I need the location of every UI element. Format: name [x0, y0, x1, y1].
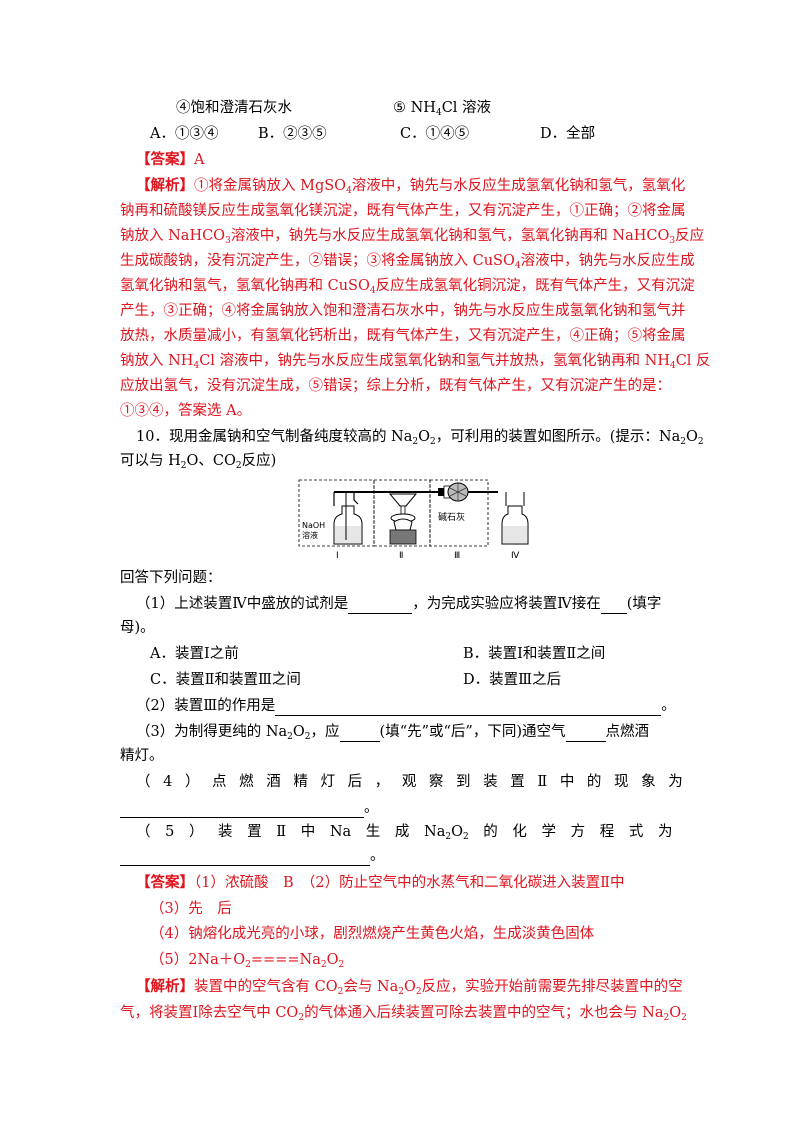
- q9-analysis-line: 放热，水质量减小，有氢氧化钙析出，既有气体产生，又有沉淀产生，④正确；⑤将金属: [120, 328, 686, 344]
- answer-blank[interactable]: [339, 725, 380, 742]
- answer-blank[interactable]: [120, 801, 364, 818]
- q10-part-3-cont: 精灯。: [120, 748, 164, 764]
- naoh-solution-label: 溶液: [302, 530, 318, 540]
- q10-analysis-line: 气，将装置Ⅰ除去空气中 CO2的气体通入后续装置可除去装置中的空气；水也会与 N…: [120, 1005, 687, 1023]
- q10-option-d: D．装置Ⅲ之后: [463, 672, 562, 688]
- soda-lime-label: 碱石灰: [438, 511, 465, 523]
- q9-analysis-line: 【解析】①将金属钠放入 MgSO4溶液中，钠先与水反应生成氢氧化钠和氢气，氢氧化: [136, 177, 686, 196]
- q10-option-b: B．装置Ⅰ和装置Ⅱ之间: [463, 646, 606, 662]
- q10-stem: 可以与 H2O、CO2反应): [120, 453, 277, 471]
- q10-answer-5: （5）2Na＋O2====Na2O2: [150, 952, 345, 970]
- q9-answer: 【答案】A: [136, 151, 205, 168]
- q10-answer-4: （4）钠熔化成光亮的小球，剧烈燃烧产生黄色火焰，生成淡黄色固体: [150, 926, 595, 942]
- label-iv: Ⅳ: [511, 551, 520, 561]
- q10-part-5: （ 5 ） 装 置 Ⅱ 中 Na 生 成 Na2O2 的 化 学 方 程 式 为: [136, 824, 673, 842]
- q10-answer-3: （3）先 后: [150, 901, 232, 917]
- q9-option-c: C．①④⑤: [400, 126, 470, 142]
- q9-analysis-line: 产生，③正确；④将金属钠放入饱和澄清石灰水中，钠先与水反应生成氢氧化钠和氢气并: [120, 303, 686, 319]
- drying-tube: [438, 482, 494, 502]
- answer-blank[interactable]: [565, 725, 606, 742]
- label-iii: Ⅲ: [454, 551, 460, 561]
- q9-analysis-line: 钠再和硫酸镁反应生成氢氧化镁沉淀，既有气体产生，又有沉淀产生，①正确；②将金属: [120, 203, 686, 219]
- label-ii: Ⅱ: [399, 551, 403, 561]
- answer-blank[interactable]: [275, 699, 662, 716]
- q10-part-4: （ 4 ） 点 燃 酒 精 灯 后 ， 观 察 到 装 置 Ⅱ 中 的 现 象 …: [136, 774, 683, 790]
- q10-part-1-cont: 母)。: [120, 620, 155, 636]
- apparatus-figure: NaOH 溶液 碱石灰 Ⅰ Ⅱ Ⅲ Ⅳ: [298, 479, 529, 561]
- answer-blank[interactable]: [120, 849, 370, 866]
- q10-option-c: C．装置Ⅱ和装置Ⅲ之间: [150, 672, 301, 688]
- label-i: Ⅰ: [336, 551, 339, 561]
- q9-analysis-line: 钠放入 NaHCO3溶液中，钠先与水反应生成氢氧化钠和氢气，氢氧化钠再和 NaH…: [120, 228, 705, 246]
- q10-part-5-blank: 。: [120, 846, 385, 866]
- q9-analysis-line: 钠放入 NH4Cl 溶液中，钠先与水反应生成氢氧化钠和氢气并放热，氢氧化钠再和 …: [120, 353, 711, 371]
- q9-analysis-line: 应放出氢气，没有沉淀生成，⑤错误；综上分析，既有气体产生，又有沉淀产生的是：: [120, 378, 671, 394]
- q9-option-d: D．全部: [540, 126, 596, 142]
- q10-part-4-blank: 。: [120, 798, 379, 818]
- q10-part-3: （3）为制得更纯的 Na2O2，应(填“先”或“后”，下同)通空气点燃酒: [136, 724, 649, 742]
- q10-part-2: （2）装置Ⅲ的作用是。: [136, 698, 676, 716]
- q9-item-5: ⑤ NH4Cl 溶液: [393, 100, 492, 118]
- heating-apparatus: [388, 493, 418, 545]
- q9-option-b: B．②③⑤: [258, 126, 327, 142]
- q10-part-1: （1）上述装置Ⅳ中盛放的试剂是，为完成实验应将装置Ⅳ接在(填字: [136, 596, 662, 614]
- q10-option-a: A．装置Ⅰ之前: [150, 646, 239, 662]
- q10-prompt: 回答下列问题：: [120, 570, 222, 586]
- q9-option-a: A．①③④: [150, 126, 219, 142]
- q10-answer: 【答案】（1）浓硫酸 B （2）防止空气中的水蒸气和二氧化碳进入装置Ⅱ中: [136, 874, 625, 891]
- q9-analysis-line: ①③④，答案选 A。: [120, 403, 252, 419]
- bottle-iv: [501, 492, 529, 545]
- q10-stem: 10．现用金属钠和空气制备纯度较高的 Na2O2，可利用的装置如图所示。(提示：…: [136, 429, 704, 447]
- q9-analysis-line: 氢氧化钠和氢气，氢氧化钠再和 CuSO4反应生成氢氧化铜沉淀，既有气体产生，又有…: [120, 278, 695, 296]
- q9-analysis-line: 生成碳酸钠，没有沉淀产生，②错误；③将金属钠放入 CuSO4溶液中，钠先与水反应…: [120, 253, 695, 271]
- answer-blank[interactable]: [600, 597, 627, 614]
- wash-bottle: [333, 492, 363, 545]
- naoh-label: NaOH: [302, 521, 325, 530]
- q9-item-4: ④饱和澄清石灰水: [176, 100, 292, 116]
- answer-blank[interactable]: [348, 597, 413, 614]
- q10-analysis-line: 【解析】装置中的空气含有 CO2会与 Na2O2反应，实验开始前需要先排尽装置中…: [136, 978, 683, 997]
- dashed-box-2: [373, 479, 431, 547]
- dashed-box-3: [429, 479, 489, 547]
